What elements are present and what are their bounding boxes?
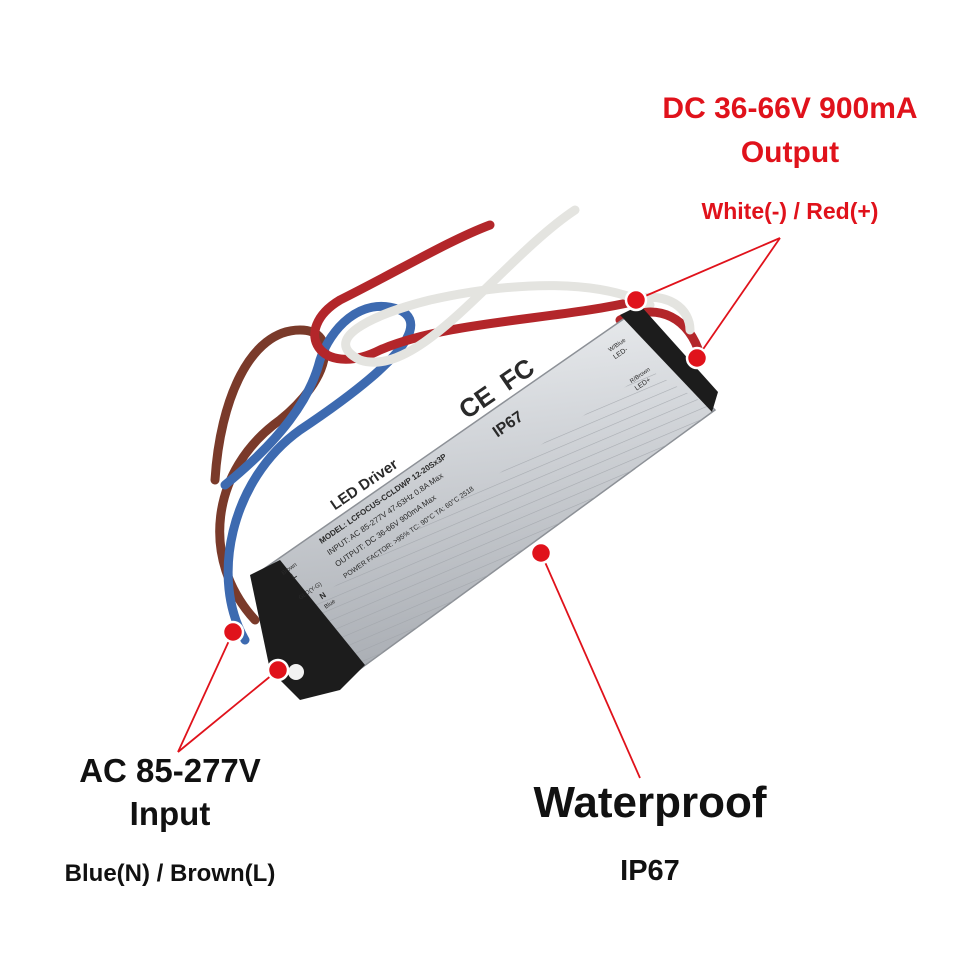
dot-input-brown (266, 658, 290, 682)
led-driver-housing (250, 305, 718, 700)
dot-output-white (624, 288, 648, 312)
callout-line-output-white (635, 237, 781, 301)
output-wires-label: White(-) / Red(+) (701, 198, 879, 224)
mounting-hole (288, 664, 304, 680)
callout-dots (221, 288, 709, 682)
callout-line-input-blue (177, 631, 234, 753)
input-wires-label: Blue(N) / Brown(L) (64, 860, 276, 887)
input-spec-label: AC 85-277V (79, 752, 261, 789)
input-word-label: Input (129, 795, 211, 832)
callout-line-input-brown (177, 669, 279, 753)
left-top-letter: L (289, 571, 298, 581)
callouts (177, 237, 781, 779)
wire-red (310, 220, 645, 364)
output-spec-label: DC 36-66V 900mA (662, 92, 918, 125)
callout-line-waterproof (540, 552, 641, 779)
wire-blue (220, 301, 416, 645)
waterproof-label: Waterproof (533, 778, 767, 827)
wire-white (341, 205, 655, 367)
rating-label: IP67 (620, 855, 680, 887)
dot-waterproof (529, 541, 553, 565)
output-word-label: Output (740, 136, 840, 169)
left-bottom-letter: N (318, 590, 328, 601)
callout-line-output-red (696, 237, 781, 359)
right-end-cap (620, 305, 718, 412)
dot-output-red (685, 346, 709, 370)
dot-input-blue (221, 620, 245, 644)
